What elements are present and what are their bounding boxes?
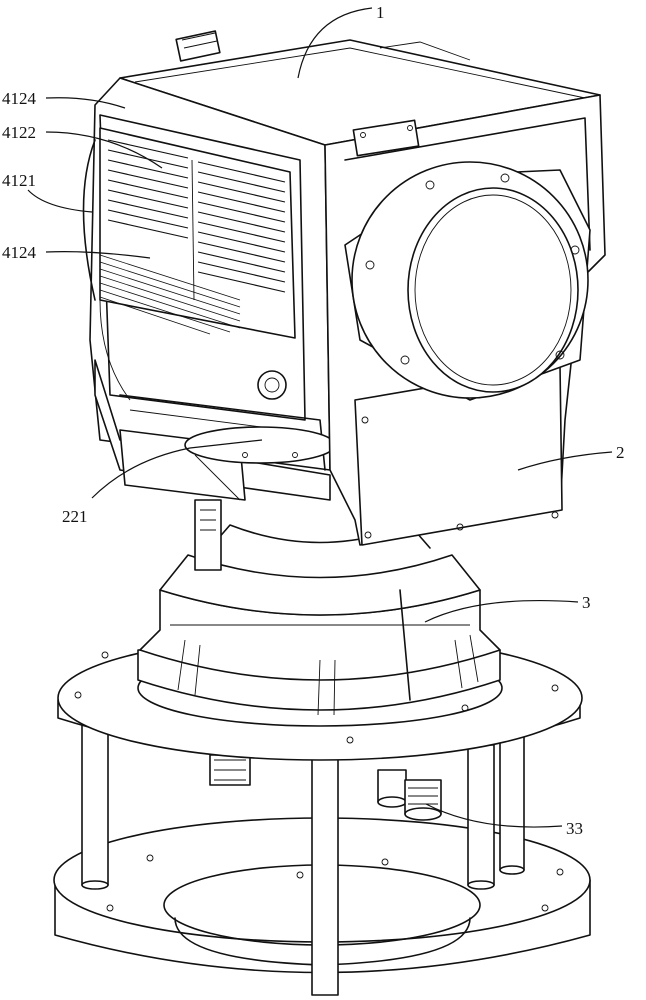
label-221: 221: [62, 507, 88, 526]
label-2: 2: [616, 443, 625, 462]
label-1: 1: [376, 3, 385, 22]
label-4121: 4121: [2, 171, 36, 190]
camera-head-1: [84, 31, 606, 570]
cone-housing-3: [138, 525, 500, 715]
label-4122: 4122: [2, 123, 36, 142]
leader-4121: [28, 190, 92, 212]
label-4124-top: 4124: [2, 89, 37, 108]
bracket-221: [120, 427, 335, 570]
label-33: 33: [566, 819, 583, 838]
label-3: 3: [582, 593, 591, 612]
label-4124-low: 4124: [2, 243, 37, 262]
